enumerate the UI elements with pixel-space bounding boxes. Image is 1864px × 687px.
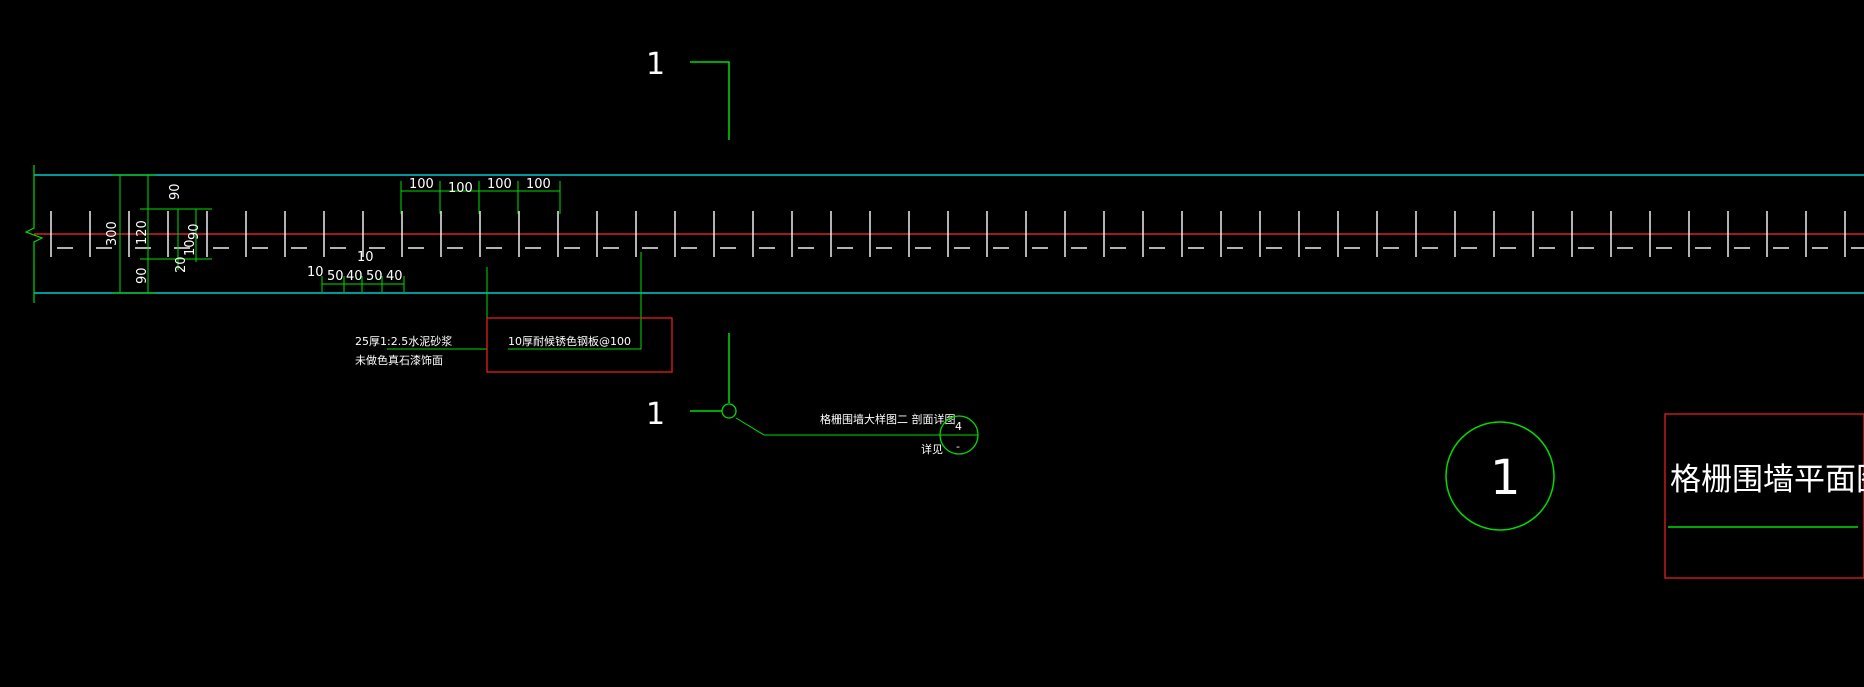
dim-bottom-10-a: 10 [307, 265, 324, 280]
left-dimensions [112, 174, 212, 294]
section-mark-bottom-number: 1 [646, 397, 665, 432]
drawing-title-name: 格栅围墙平面图 [1670, 462, 1864, 498]
note-steel-plate: 10厚耐候锈色钢板@100 [508, 334, 631, 348]
title-box [1664, 413, 1864, 579]
dim-left-10: 10 [183, 239, 198, 256]
dim-left-300: 300 [105, 221, 120, 246]
detail-number: 4 [955, 420, 962, 433]
section-mark-top-number: 1 [646, 47, 665, 82]
steel-note-box [486, 317, 673, 373]
dim-bottom-50-b: 50 [366, 269, 383, 284]
title-number: 1 [1490, 450, 1521, 506]
grille-fins [50, 211, 1864, 257]
leader-steel [508, 252, 642, 350]
dim-top-100-2: 100 [448, 181, 473, 196]
dim-left-90-top: 90 [168, 183, 183, 200]
dim-bottom-40-b: 40 [386, 269, 403, 284]
note-mortar-line1: 25厚1:2.5水泥砂浆 [355, 334, 452, 348]
dim-top-100-3: 100 [487, 177, 512, 192]
dim-top-100-1: 100 [409, 177, 434, 192]
detail-sheet-number: - [956, 440, 960, 453]
section-mark-bottom-circle [721, 403, 737, 419]
break-line [24, 165, 44, 303]
dim-bottom-40-a: 40 [346, 269, 363, 284]
dim-top-100-4: 100 [526, 177, 551, 192]
title-number-circle [1445, 421, 1555, 531]
dim-bottom-10-b: 10 [357, 250, 374, 265]
detail-see-label: 详见 [921, 442, 943, 456]
note-mortar-line2: 未做色真石漆饰面 [355, 353, 443, 367]
dim-bottom-50-a: 50 [327, 269, 344, 284]
dim-left-20: 20 [174, 256, 189, 273]
leader-detail [735, 417, 940, 436]
bottom-dimension-lines [321, 276, 405, 292]
dim-left-90-inner: 90 [187, 223, 202, 240]
dim-left-90-bottom: 90 [135, 267, 150, 284]
top-dimension-lines [400, 181, 561, 214]
section-mark-top-line [690, 61, 730, 140]
detail-callout-title: 格栅围墙大样图二 剖面详图 [820, 412, 956, 426]
dim-left-120: 120 [135, 220, 150, 245]
